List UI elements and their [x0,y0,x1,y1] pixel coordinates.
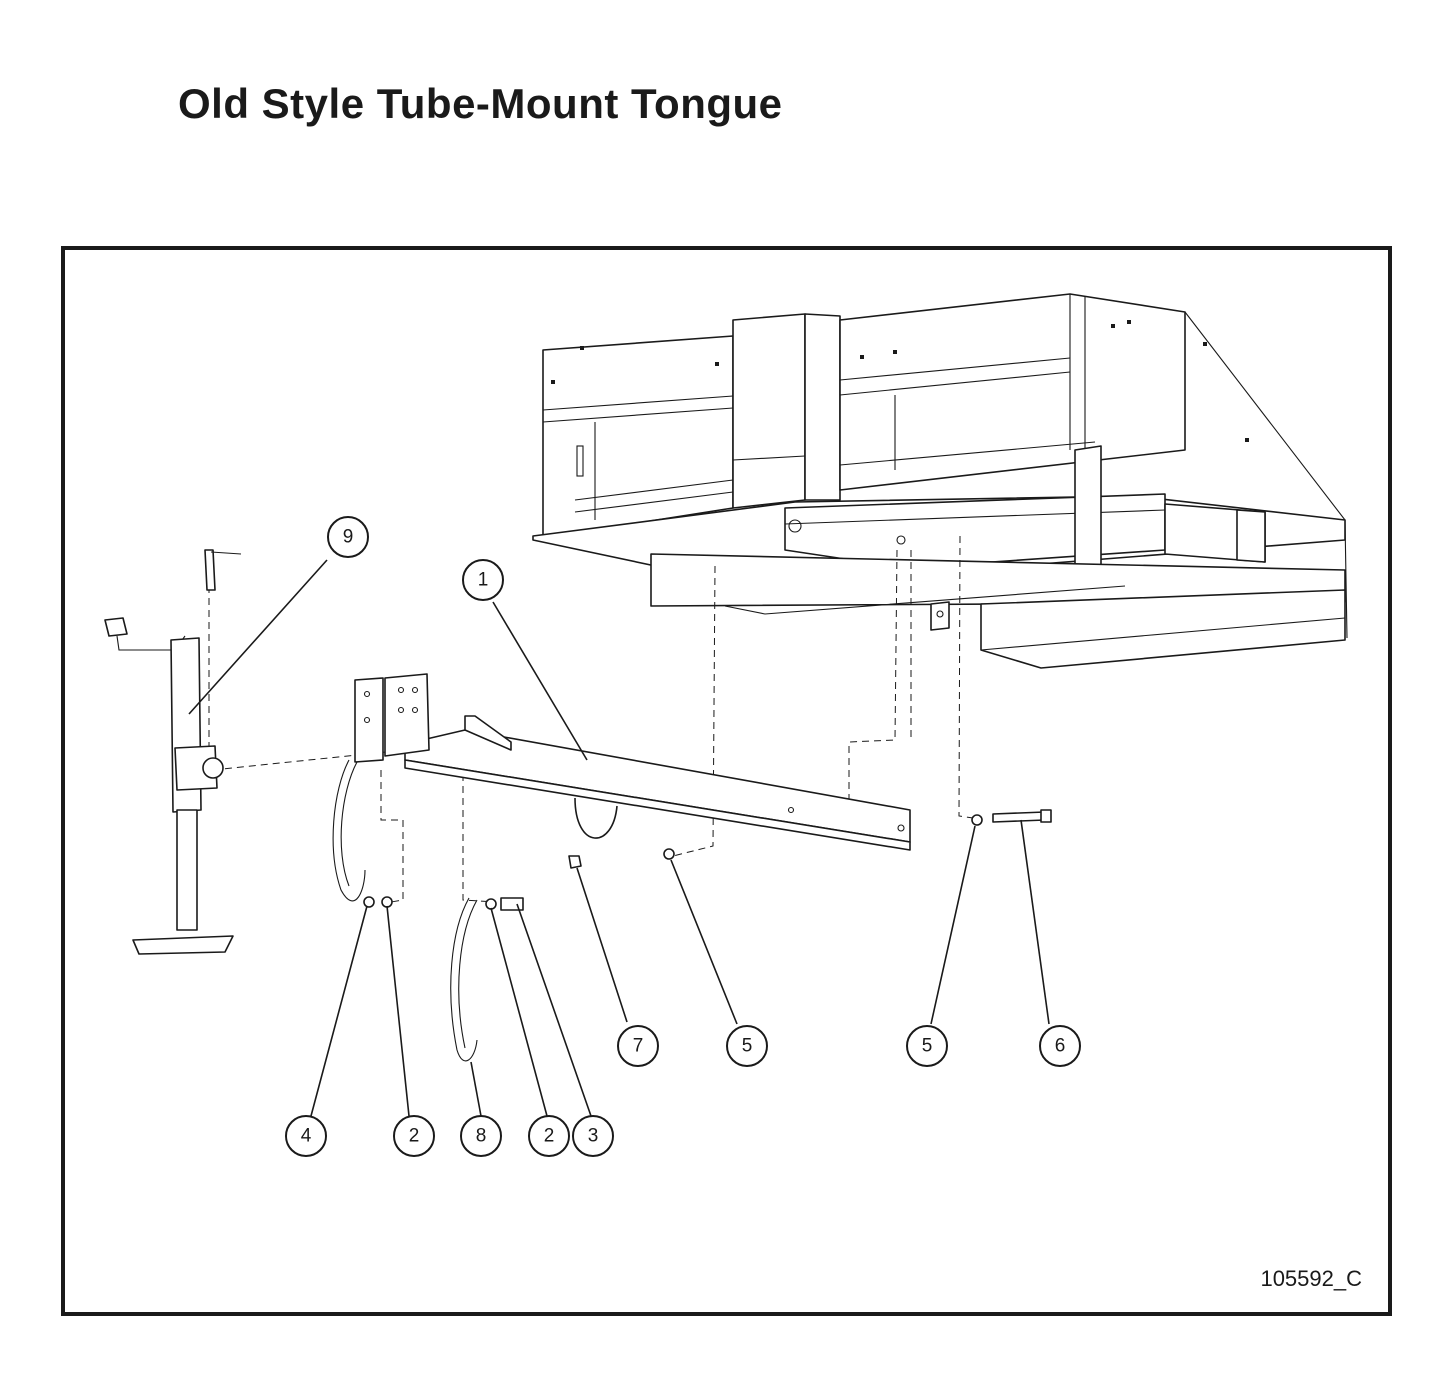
exploded-view-drawing: 9 1 7 5 5 6 4 2 [104,293,1348,1157]
svg-text:8: 8 [476,1126,487,1147]
callout-6: 6 [1039,1025,1081,1067]
callout-1: 1 [462,559,504,601]
callout-8: 8 [460,1115,502,1157]
page-title: Old Style Tube-Mount Tongue [178,80,783,127]
svg-text:1: 1 [478,570,489,591]
svg-text:5: 5 [742,1036,753,1057]
svg-text:9: 9 [343,527,354,548]
svg-text:4: 4 [301,1126,312,1147]
callout-3: 3 [572,1115,614,1157]
hardware [363,809,1052,911]
leader-lines [188,559,1050,1117]
safety-chains [332,759,478,1062]
callout-4: 4 [285,1115,327,1157]
callout-2: 2 [528,1115,570,1157]
trailer-frame [532,293,1348,669]
svg-text:2: 2 [409,1126,420,1147]
drawing-number: 105592_C [1260,1266,1362,1291]
svg-text:2: 2 [544,1126,555,1147]
callout-2: 2 [393,1115,435,1157]
diagram-frame: 9 1 7 5 5 6 4 2 [61,246,1392,1316]
callout-9: 9 [327,516,369,558]
callout-5: 5 [726,1025,768,1067]
svg-text:7: 7 [633,1036,644,1057]
svg-text:5: 5 [922,1036,933,1057]
callout-5: 5 [906,1025,948,1067]
tongue [354,673,911,851]
tongue-jack [104,549,242,955]
svg-text:6: 6 [1055,1036,1066,1057]
svg-text:3: 3 [588,1126,599,1147]
callout-7: 7 [617,1025,659,1067]
